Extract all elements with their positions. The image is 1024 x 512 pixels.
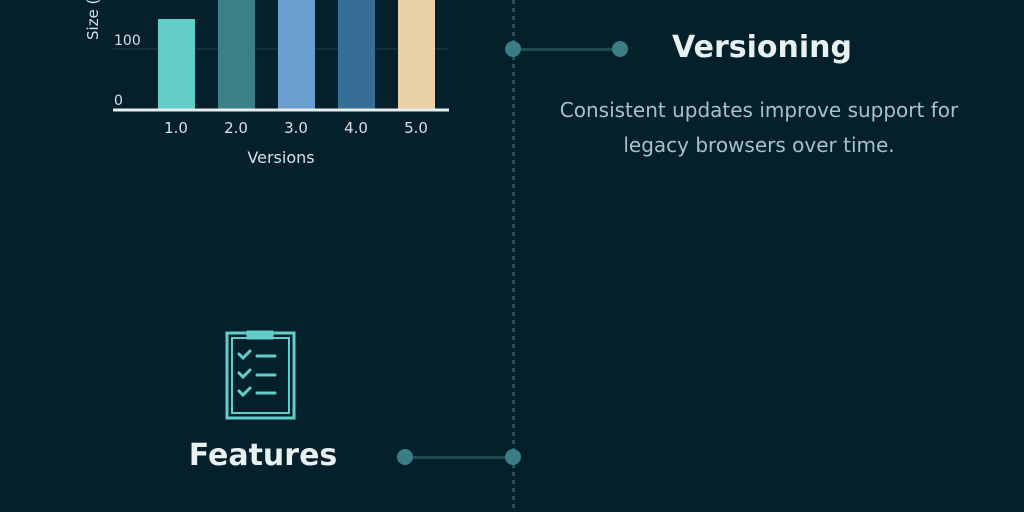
x-tick-label: 1.0 — [164, 119, 188, 137]
bar — [398, 0, 435, 109]
x-tick-label: 3.0 — [284, 119, 308, 137]
y-tick-label: 100 — [114, 33, 141, 49]
connector-end-dot — [397, 449, 413, 465]
x-axis-label: Versions — [247, 148, 314, 167]
timeline-line — [512, 0, 515, 512]
y-tick-label: 0 — [114, 93, 123, 109]
x-tick-label: 2.0 — [224, 119, 248, 137]
timeline-connector-features — [405, 456, 513, 459]
bar — [338, 0, 375, 109]
timeline-node-features — [505, 449, 521, 465]
x-tick-label: 4.0 — [344, 119, 368, 137]
versioning-description: Consistent updates improve support for l… — [559, 98, 959, 157]
y-axis-label: Size ( — [84, 0, 102, 40]
connector-end-dot — [612, 41, 628, 57]
clipboard-checklist-icon — [225, 330, 296, 420]
features-title: Features — [188, 438, 338, 473]
versioning-title: Versioning — [672, 30, 852, 65]
bar — [218, 0, 255, 109]
x-tick-label: 5.0 — [404, 119, 428, 137]
bar — [158, 19, 195, 109]
timeline-node-versioning — [505, 41, 521, 57]
bar — [278, 0, 315, 109]
timeline-connector-versioning — [513, 48, 620, 51]
